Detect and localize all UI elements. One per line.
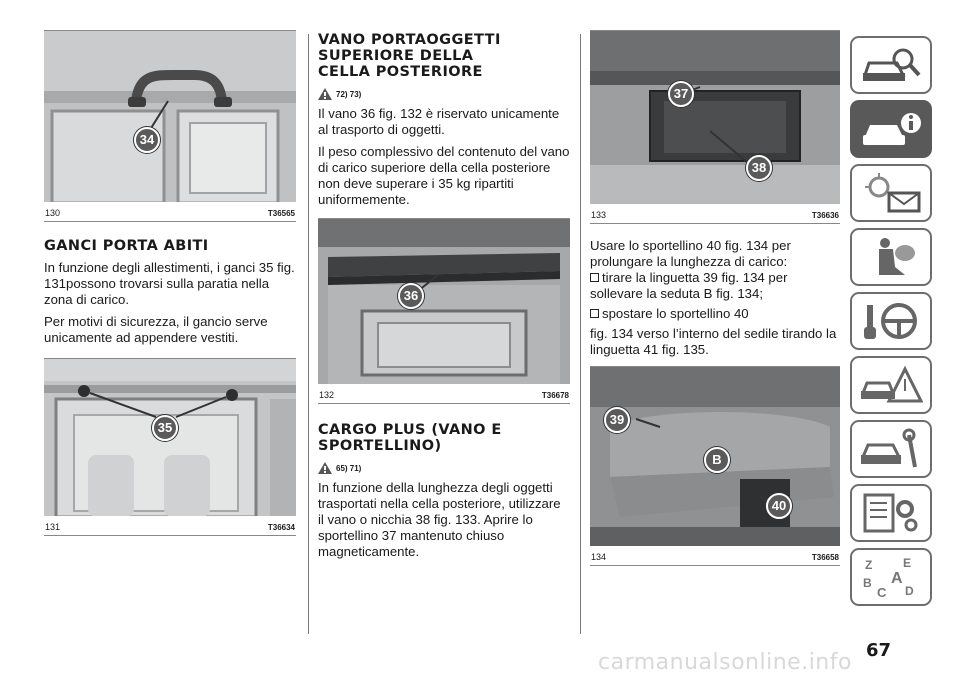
paragraph: Usare lo sportellino 40 fig. 134 per pro… — [590, 238, 791, 269]
tab-list-gears[interactable] — [850, 484, 932, 542]
car-warning-triangle-icon — [860, 365, 923, 403]
chapter-tabs: Z E A B C D — [850, 36, 932, 612]
callout-39: 39 — [604, 407, 630, 433]
paragraph: fig. 134 verso l’interno del sedile tira… — [590, 326, 837, 357]
page-number: 67 — [866, 640, 892, 661]
callout-38: 38 — [746, 155, 772, 181]
figure-132-image: 36 — [318, 218, 570, 384]
index-letter: E — [903, 556, 911, 570]
paragraph: In funzione degli allestimenti, i ganci … — [44, 260, 295, 307]
checkbox-bullet-icon — [590, 273, 599, 282]
figure-number: 132 — [319, 390, 335, 400]
figure-code: T36565 — [267, 209, 295, 218]
cargo-door-illustration — [590, 31, 840, 204]
tab-car-magnifier[interactable] — [850, 36, 932, 94]
warning-reference: 72) 73) — [318, 88, 570, 100]
figure-code: T36634 — [267, 523, 295, 532]
paragraph: Per motivi di sicurezza, il gancio serve… — [44, 314, 268, 345]
figure-130-image: 34 — [44, 30, 296, 202]
airbag-seat-icon — [879, 238, 915, 275]
column-right: 37 38 133 T36636 Usare lo sportellino 40… — [590, 30, 840, 566]
upper-storage-illustration — [318, 219, 570, 384]
figure-134-caption: 134 T36658 — [590, 546, 840, 566]
figure-code: T36678 — [541, 391, 569, 400]
checkbox-bullet-icon — [590, 309, 599, 318]
tab-car-warning[interactable] — [850, 356, 932, 414]
index-letter: B — [863, 576, 872, 590]
paragraph: sollevare la seduta B fig. 134; — [590, 286, 764, 301]
light-message-icon — [865, 173, 921, 213]
figure-134-image: 39 B 40 — [590, 366, 840, 546]
key-steering-wheel-icon — [864, 303, 917, 339]
figure-133-caption: 133 T36636 — [590, 204, 840, 224]
tab-car-wrench[interactable] — [850, 420, 932, 478]
figure-132-caption: 132 T36678 — [318, 384, 570, 404]
figure-130-caption: 130 T36565 — [44, 202, 296, 222]
callout-36: 36 — [398, 283, 424, 309]
paragraph: In funzione della lunghezza degli oggett… — [318, 480, 561, 559]
index-letter: Z — [865, 558, 872, 572]
car-info-icon — [863, 113, 921, 145]
bullet-item: spostare lo sportellino 40 — [590, 306, 840, 326]
section-title-ganci: GANCI PORTA ABITI — [44, 238, 209, 254]
bullet-item: tirare la linguetta 39 fig. 134 per — [590, 270, 840, 286]
column-left: 34 130 T36565 GANCI PORTA ABITI In funzi… — [44, 30, 296, 536]
list-gears-icon — [863, 493, 918, 533]
grab-handle-illustration — [44, 31, 296, 202]
section-title-cargo-plus: CARGO PLUS (VANO E SPORTELLINO) — [318, 422, 502, 454]
callout-40: 40 — [766, 493, 792, 519]
warning-reference: 65) 71) — [318, 462, 570, 474]
figure-code: T36658 — [811, 553, 839, 562]
tab-light-message[interactable] — [850, 164, 932, 222]
index-letter: C — [877, 585, 887, 599]
index-letter: D — [905, 584, 914, 598]
car-magnifier-icon — [862, 48, 921, 81]
paragraph: Il vano 36 fig. 132 è riservato unicamen… — [318, 106, 560, 137]
index-letter: A — [891, 570, 903, 587]
figure-131-caption: 131 T36634 — [44, 516, 296, 536]
paragraph: Il peso complessivo del contenuto del va… — [318, 144, 570, 207]
tab-airbag-seat[interactable] — [850, 228, 932, 286]
callout-34: 34 — [134, 127, 160, 153]
figure-number: 131 — [45, 522, 61, 532]
callout-B: B — [704, 447, 730, 473]
warning-hand-icon — [318, 462, 332, 474]
warning-hand-icon — [318, 88, 332, 100]
figure-131-image: 35 — [44, 358, 296, 516]
column-divider — [580, 34, 581, 634]
figure-number: 134 — [591, 552, 607, 562]
tab-car-info[interactable] — [850, 100, 932, 158]
watermark: carmanualsonline.info — [598, 650, 852, 675]
tab-key-steering[interactable] — [850, 292, 932, 350]
column-divider — [308, 34, 309, 634]
figure-code: T36636 — [811, 211, 839, 220]
callout-35: 35 — [152, 415, 178, 441]
figure-number: 133 — [591, 210, 607, 220]
section-title-vano-portaoggetti: VANO PORTAOGGETTI SUPERIORE DELLA CELLA … — [318, 32, 501, 80]
column-middle: VANO PORTAOGGETTI SUPERIORE DELLA CELLA … — [318, 30, 570, 566]
figure-number: 130 — [45, 208, 61, 218]
alphabet-index-icon: Z E A B C D — [863, 556, 914, 599]
callout-37: 37 — [668, 81, 694, 107]
car-wrench-icon — [860, 428, 917, 468]
figure-133-image: 37 38 — [590, 30, 840, 204]
tab-alphabet-index[interactable]: Z E A B C D — [850, 548, 932, 606]
